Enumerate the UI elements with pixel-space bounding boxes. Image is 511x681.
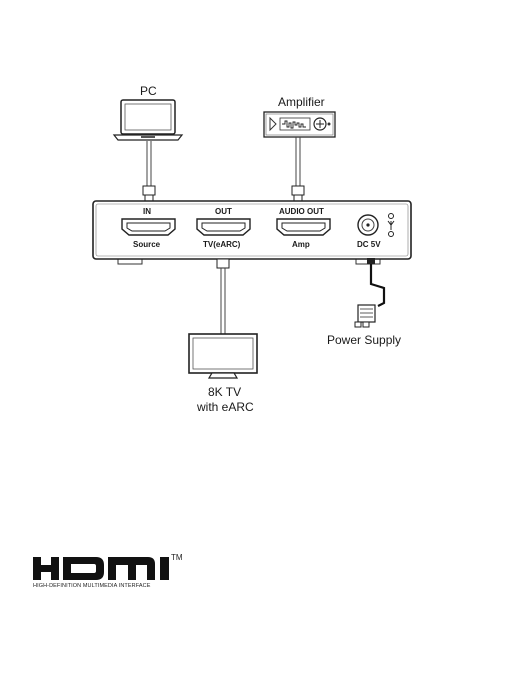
tv-cable (217, 259, 229, 334)
hdmi-port-out (197, 219, 250, 235)
laptop-icon (114, 100, 182, 140)
hdmi-port-audio-out (277, 219, 330, 235)
port-audio-out-label: AUDIO OUT (279, 207, 324, 216)
port-in-label: IN (143, 207, 151, 216)
amplifier-icon (264, 112, 335, 137)
hdmi-port-in (122, 219, 175, 235)
power-supply-label: Power Supply (327, 333, 401, 347)
tv-sublabel: with eARC (197, 400, 254, 414)
port-in-sublabel: Source (133, 240, 160, 249)
hdmi-logo (33, 557, 169, 580)
tv-icon (189, 334, 257, 378)
tv-label: 8K TV (208, 385, 241, 399)
pc-cable (143, 141, 155, 201)
pc-label: PC (140, 84, 157, 98)
dc-label: DC 5V (357, 240, 381, 249)
amplifier-label: Amplifier (278, 95, 325, 109)
port-out-label: OUT (215, 207, 232, 216)
hdmi-tagline: HIGH-DEFINITION MULTIMEDIA INTERFACE (33, 583, 150, 589)
port-audio-out-sublabel: Amp (292, 240, 310, 249)
amplifier-cable (292, 137, 304, 201)
hdmi-trademark: TM (171, 553, 183, 562)
dc-jack-icon (358, 215, 378, 235)
port-out-sublabel: TV(eARC) (203, 240, 240, 249)
power-cable (355, 258, 384, 327)
